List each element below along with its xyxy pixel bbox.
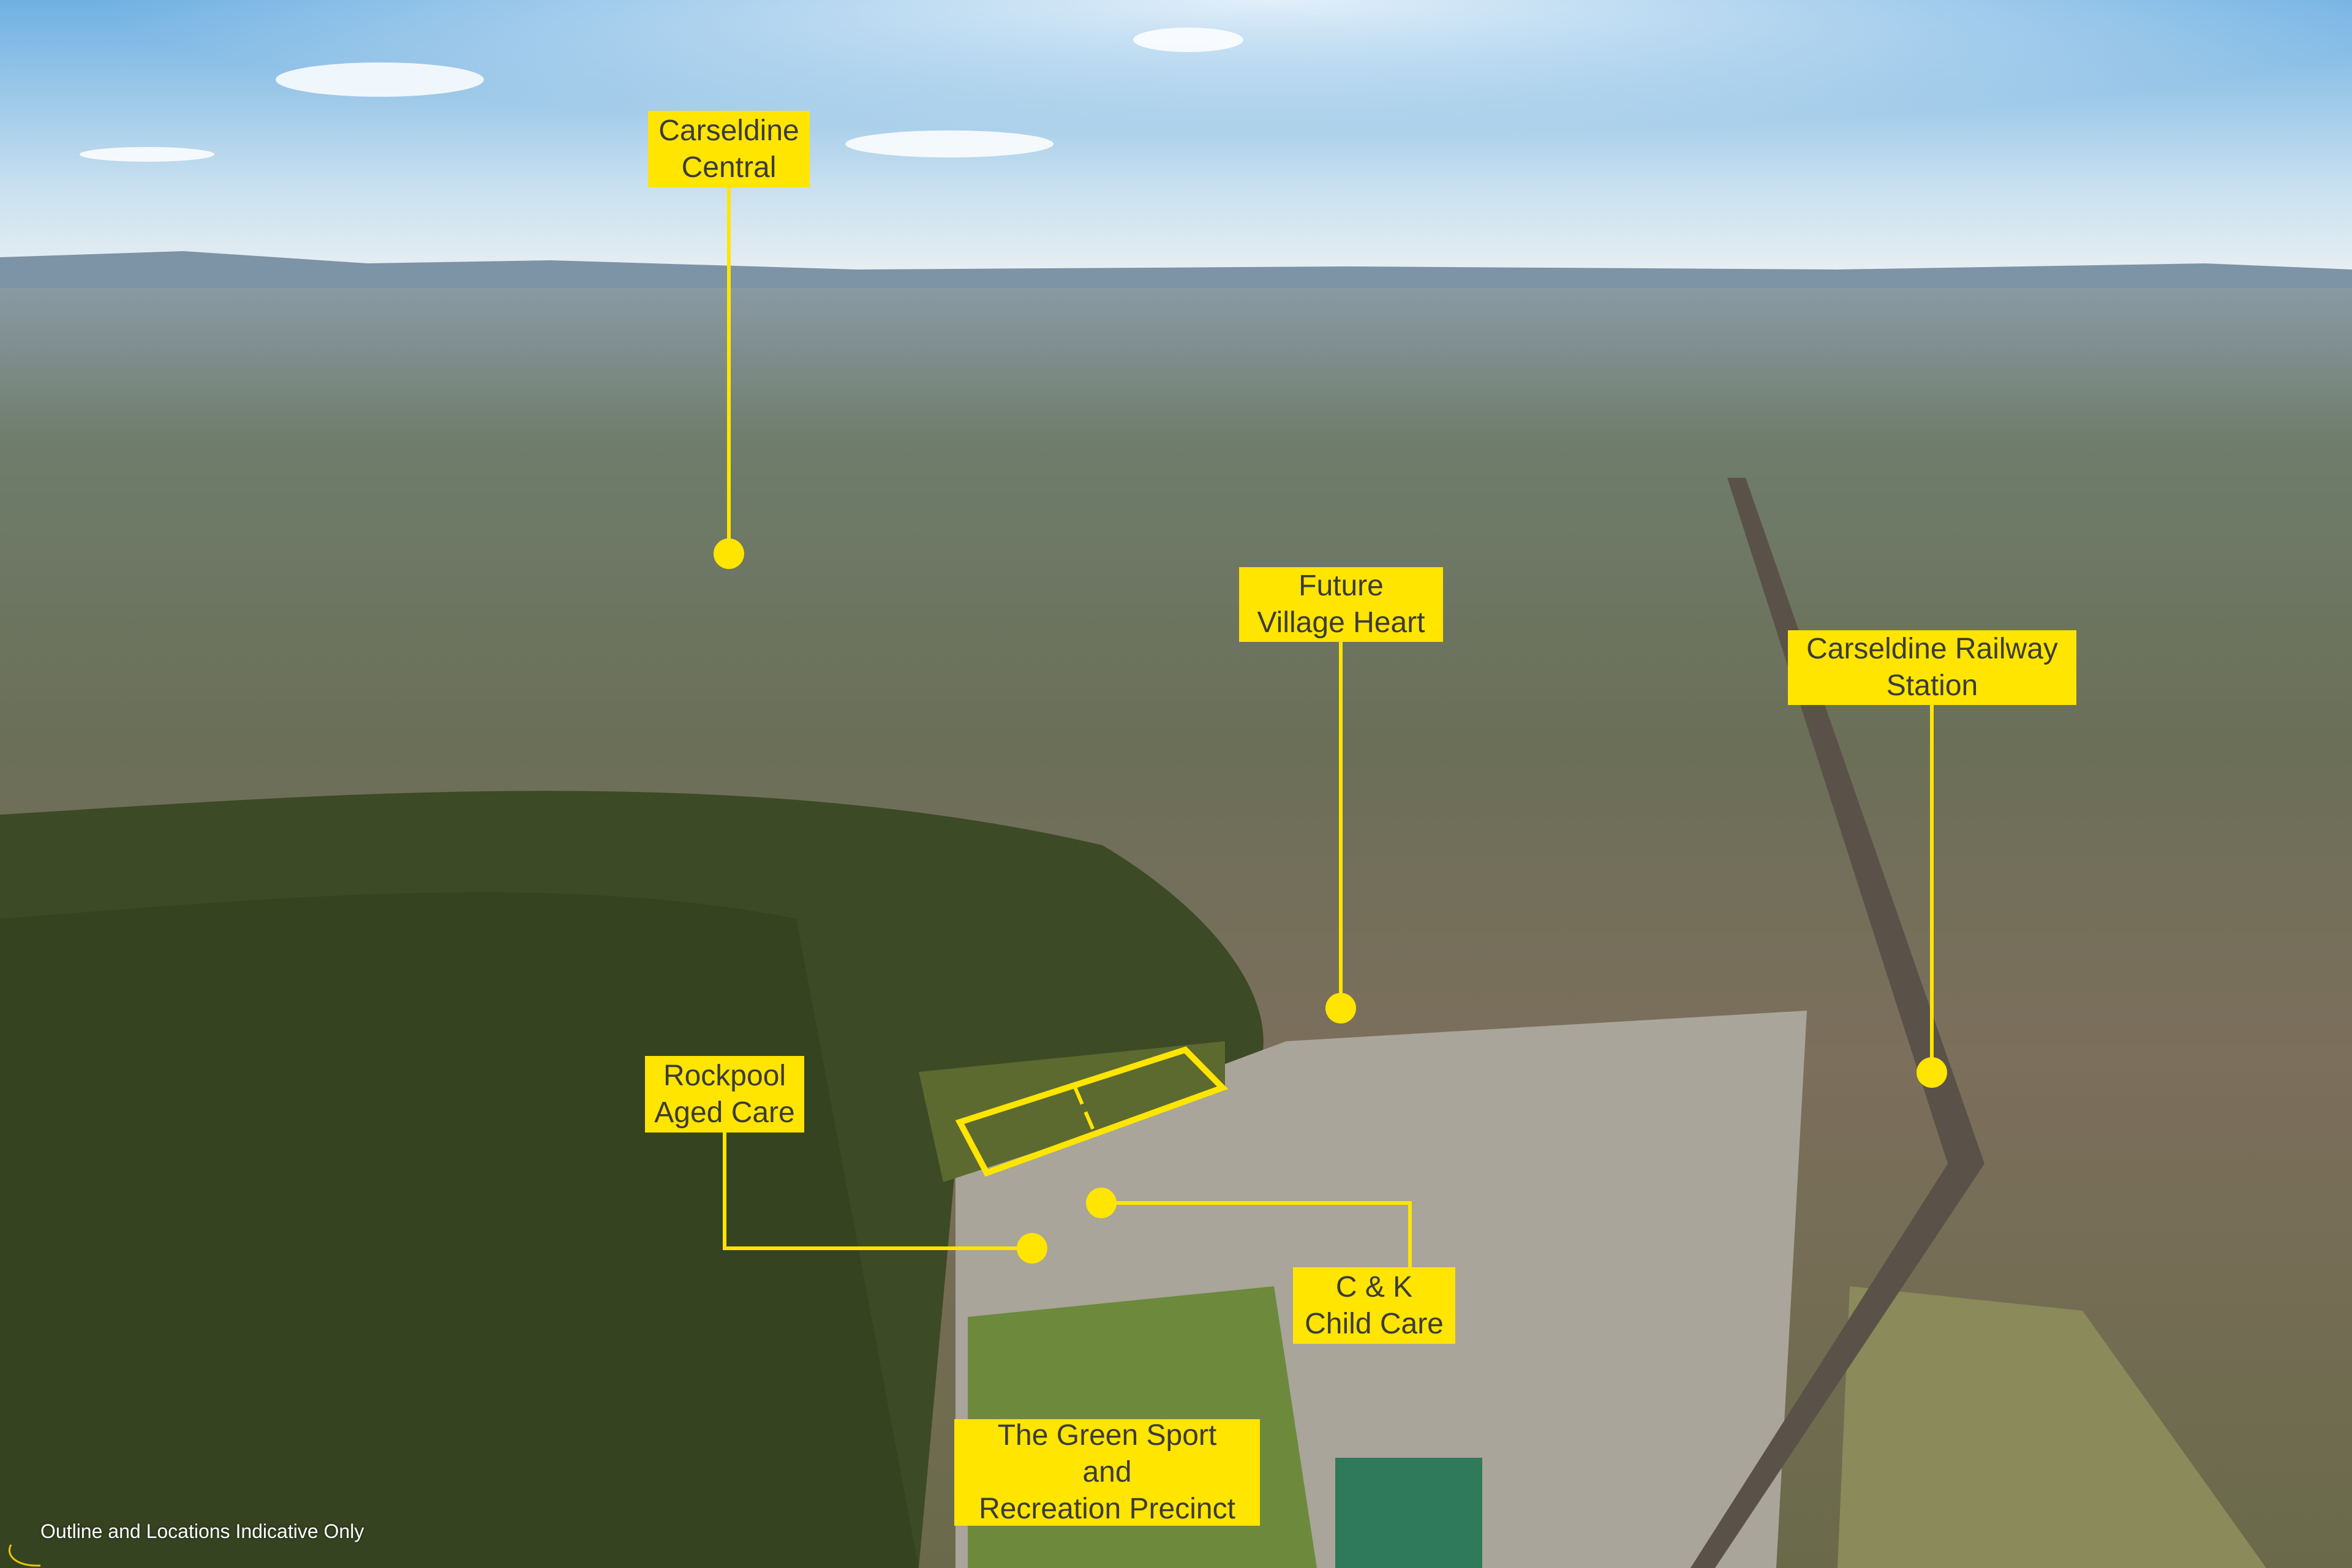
- location-marker-child-care: [1086, 1188, 1117, 1218]
- location-marker-carseldine-central: [714, 538, 744, 569]
- label-line: Central: [681, 151, 777, 184]
- label-future-village-heart: Future Village Heart: [1239, 567, 1443, 642]
- label-line: Village Heart: [1257, 606, 1425, 639]
- label-line: Future: [1298, 570, 1384, 602]
- label-line: Aged Care: [654, 1096, 795, 1129]
- leader-line: [727, 187, 731, 554]
- leader-line: [723, 1246, 1032, 1250]
- label-carseldine-railway-station: Carseldine Railway Station: [1788, 630, 2076, 705]
- leader-line: [1930, 705, 1934, 1072]
- label-green-sport-precinct: The Green Sport and Recreation Precinct: [954, 1419, 1260, 1526]
- label-rockpool-aged-care: Rockpool Aged Care: [645, 1056, 804, 1133]
- label-line: Carseldine Railway: [1806, 633, 2058, 665]
- disclaimer-text: Outline and Locations Indicative Only: [40, 1520, 364, 1542]
- label-line: Rockpool: [663, 1059, 786, 1092]
- label-line: and: [1082, 1456, 1132, 1488]
- leader-line: [723, 1133, 726, 1250]
- label-line: Recreation Precinct: [979, 1493, 1235, 1525]
- label-line: The Green Sport: [997, 1419, 1217, 1452]
- location-marker-rockpool-aged-care: [1017, 1233, 1047, 1264]
- location-marker-future-village-heart: [1325, 993, 1356, 1023]
- leader-line: [1339, 642, 1343, 1008]
- label-line: C & K: [1335, 1270, 1413, 1303]
- label-ck-child-care: C & K Child Care: [1293, 1267, 1455, 1344]
- label-line: Carseldine: [658, 114, 799, 147]
- leader-line: [1408, 1201, 1412, 1267]
- label-carseldine-central: Carseldine Central: [648, 111, 810, 187]
- location-marker-railway-station: [1917, 1057, 1947, 1088]
- label-line: Station: [1886, 669, 1978, 702]
- leader-line: [1101, 1201, 1412, 1205]
- label-line: Child Care: [1305, 1307, 1444, 1340]
- watermark-logo: [9, 1544, 41, 1567]
